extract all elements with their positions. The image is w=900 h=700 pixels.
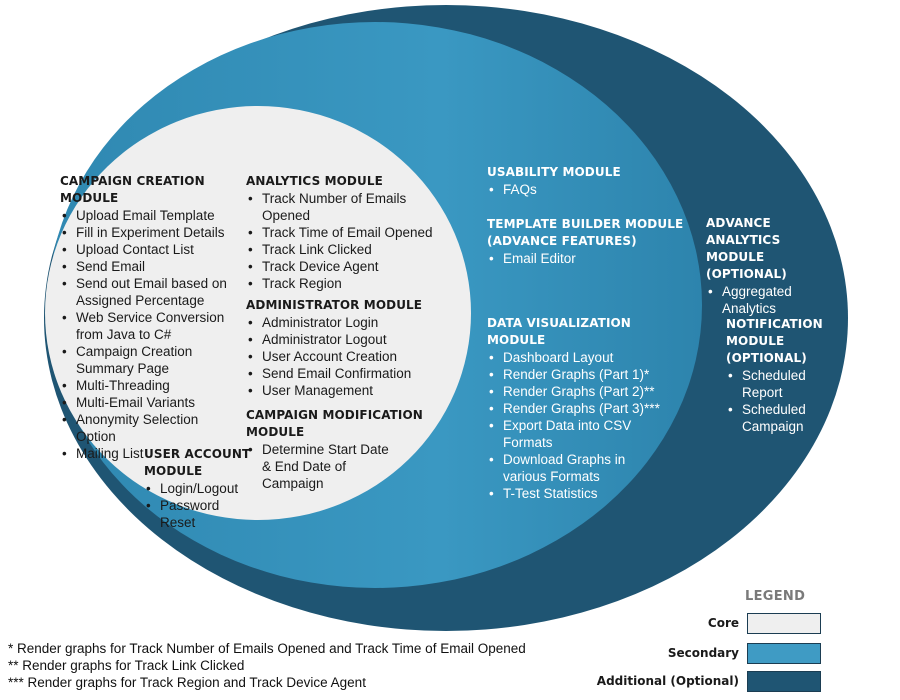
module-item: Upload Email Template xyxy=(60,207,246,224)
module-item: Render Graphs (Part 1)* xyxy=(487,366,687,383)
module-item: Scheduled Campaign xyxy=(726,401,836,435)
footnote: *** Render graphs for Track Region and T… xyxy=(8,675,366,690)
footnote: ** Render graphs for Track Link Clicked xyxy=(8,658,245,673)
data-visualization-module: DATA VISUALIZATION MODULE Dashboard Layo… xyxy=(487,315,687,502)
module-item: Aggregated Analytics xyxy=(706,283,836,317)
module-item: Track Device Agent xyxy=(246,258,446,275)
legend-label: Core xyxy=(707,616,739,630)
module-item: FAQs xyxy=(487,181,687,198)
module-item: Track Link Clicked xyxy=(246,241,446,258)
campaign-modification-module: CAMPAIGN MODIFICATION MODULE Determine S… xyxy=(246,407,446,492)
administrator-module: ADMINISTRATOR MODULE Administrator Login… xyxy=(246,297,446,399)
campaign-creation-module: CAMPAIGN CREATION MODULE Upload Email Te… xyxy=(60,173,246,462)
module-item: Web Service Conversion from Java to C# xyxy=(60,309,246,343)
template-builder-module: TEMPLATE BUILDER MODULE (ADVANCE FEATURE… xyxy=(487,216,687,267)
advance-analytics-module: ADVANCE ANALYTICS MODULE (OPTIONAL) Aggr… xyxy=(706,215,836,317)
user-account-module: USER ACCOUNT MODULE Login/LogoutPassword… xyxy=(144,446,254,531)
module-item: Export Data into CSV Formats xyxy=(487,417,687,451)
legend-label: Secondary xyxy=(667,646,739,660)
module-item: Track Region xyxy=(246,275,446,292)
module-item: Scheduled Report xyxy=(726,367,836,401)
module-title: CAMPAIGN CREATION MODULE xyxy=(60,174,205,205)
module-title: DATA VISUALIZATION MODULE xyxy=(487,316,631,347)
module-items: FAQs xyxy=(487,181,687,198)
module-items: Scheduled ReportScheduled Campaign xyxy=(726,367,836,435)
module-item: Multi-Threading xyxy=(60,377,246,394)
module-item: User Account Creation xyxy=(246,348,446,365)
module-item: Determine Start Date & End Date of Campa… xyxy=(246,441,446,492)
footnotes: * Render graphs for Track Number of Emai… xyxy=(8,640,526,691)
module-items: Upload Email TemplateFill in Experiment … xyxy=(60,207,246,462)
analytics-module: ANALYTICS MODULE Track Number of Emails … xyxy=(246,173,446,292)
legend-item-additional: Additional (Optional) xyxy=(597,670,821,692)
legend-swatch xyxy=(747,670,821,692)
legend-title: LEGEND xyxy=(745,589,806,604)
usability-module: USABILITY MODULE FAQs xyxy=(487,164,687,198)
module-title: USER ACCOUNT MODULE xyxy=(144,447,251,478)
module-item: Anonymity Selection Option xyxy=(60,411,246,445)
module-item: Password Reset xyxy=(144,497,254,531)
module-item: Administrator Logout xyxy=(246,331,446,348)
module-item: Administrator Login xyxy=(246,314,446,331)
module-title: ADVANCE ANALYTICS MODULE (OPTIONAL) xyxy=(706,216,787,281)
legend-swatch xyxy=(747,612,821,634)
module-item: Email Editor xyxy=(487,250,687,267)
module-item: Send out Email based on Assigned Percent… xyxy=(60,275,246,309)
module-title: CAMPAIGN MODIFICATION MODULE xyxy=(246,408,423,439)
module-item: Fill in Experiment Details xyxy=(60,224,246,241)
module-item: Dashboard Layout xyxy=(487,349,687,366)
legend-item-secondary: Secondary xyxy=(668,642,821,664)
module-item: Campaign Creation Summary Page xyxy=(60,343,246,377)
module-item: Send Email xyxy=(60,258,246,275)
module-item: Multi-Email Variants xyxy=(60,394,246,411)
module-item: Track Number of Emails Opened xyxy=(246,190,446,224)
module-item: Render Graphs (Part 3)*** xyxy=(487,400,687,417)
module-item: T-Test Statistics xyxy=(487,485,687,502)
module-title: TEMPLATE BUILDER MODULE (ADVANCE FEATURE… xyxy=(487,217,684,248)
module-item: Login/Logout xyxy=(144,480,254,497)
module-items: Aggregated Analytics xyxy=(706,283,836,317)
module-title: ADMINISTRATOR MODULE xyxy=(246,298,423,312)
notification-module: NOTIFICATION MODULE (OPTIONAL) Scheduled… xyxy=(726,316,836,435)
footnote: * Render graphs for Track Number of Emai… xyxy=(8,641,526,656)
module-item: Track Time of Email Opened xyxy=(246,224,446,241)
legend-swatch xyxy=(747,642,821,664)
legend-label: Additional (Optional) xyxy=(596,674,739,688)
module-item: Upload Contact List xyxy=(60,241,246,258)
module-item: Send Email Confirmation xyxy=(246,365,446,382)
module-items: Dashboard LayoutRender Graphs (Part 1)*R… xyxy=(487,349,687,502)
module-title: NOTIFICATION MODULE (OPTIONAL) xyxy=(726,317,823,365)
module-title: USABILITY MODULE xyxy=(487,165,621,179)
module-item: Download Graphs in various Formats xyxy=(487,451,687,485)
legend-item-core: Core xyxy=(708,612,821,634)
module-items: Administrator LoginAdministrator LogoutU… xyxy=(246,314,446,399)
module-items: Login/LogoutPassword Reset xyxy=(144,480,254,531)
module-items: Email Editor xyxy=(487,250,687,267)
module-title: ANALYTICS MODULE xyxy=(246,174,383,188)
module-item: User Management xyxy=(246,382,446,399)
module-items: Track Number of Emails OpenedTrack Time … xyxy=(246,190,446,292)
module-item: Mailing List xyxy=(60,445,246,462)
module-items: Determine Start Date & End Date of Campa… xyxy=(246,441,446,492)
module-item: Render Graphs (Part 2)** xyxy=(487,383,687,400)
